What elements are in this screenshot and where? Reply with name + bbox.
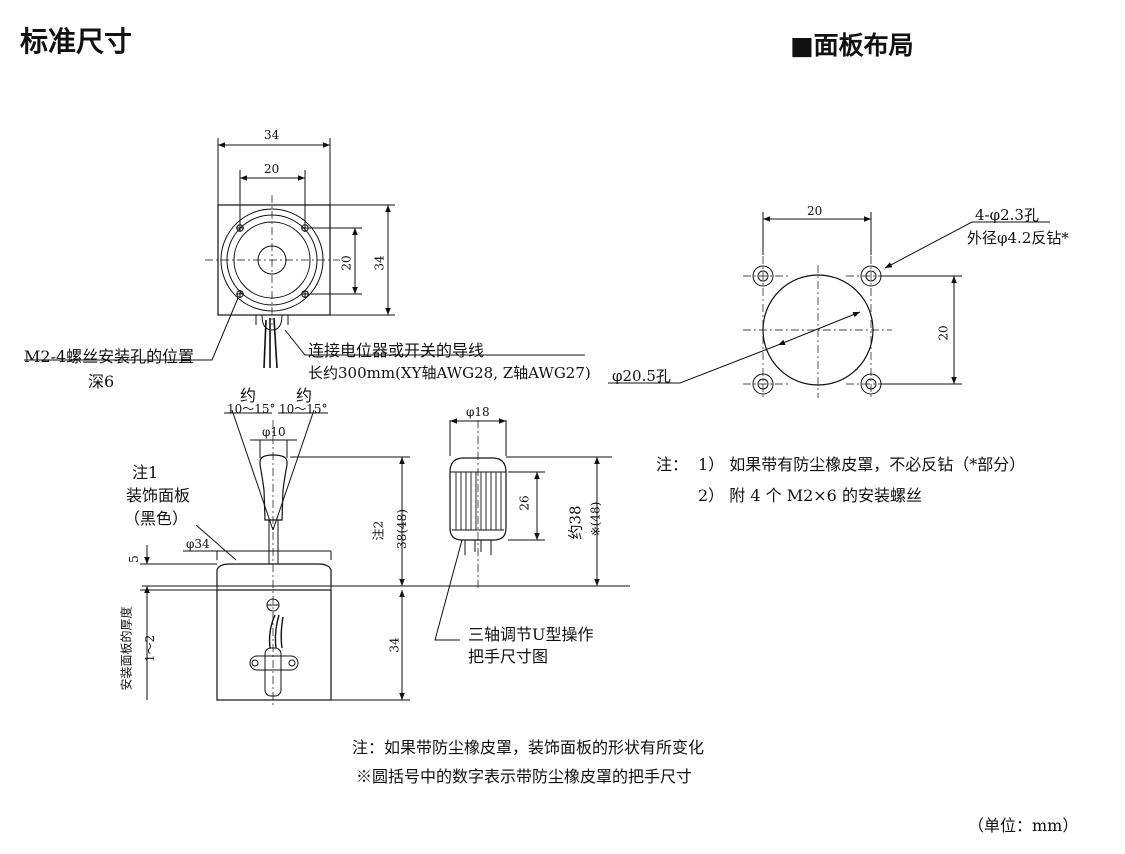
dim-panel-5: 5: [126, 555, 141, 563]
handle-diameter: φ18: [466, 405, 490, 419]
dim-front-inner: 20: [264, 162, 280, 176]
bottom-note-2: ※圆括号中的数字表示带防尘橡皮罩的把手尺寸: [356, 767, 693, 786]
note1-label: 注1: [132, 463, 159, 482]
angle-right: 10～15°: [279, 402, 328, 416]
thickness-value: 1～2: [143, 634, 158, 663]
screw-hole-note: M2-4螺丝安装孔的位置: [24, 347, 195, 366]
wire-note: 连接电位器或开关的导线: [308, 341, 485, 360]
center-hole-label: φ20.5孔: [612, 367, 671, 385]
wire-spec: 长约300mm(XY轴AWG28, Z轴AWG27): [308, 364, 591, 382]
notes-prefix: 注：: [656, 455, 689, 474]
screw-hole-icon: [236, 224, 309, 298]
decor-panel-label: 装饰面板: [126, 486, 191, 505]
side-view: [140, 409, 630, 708]
dim-front-width: 34: [264, 128, 280, 142]
knob-diameter: φ10: [262, 425, 286, 439]
holes-label: 4-φ2.3孔: [975, 206, 1039, 224]
handle-caption-1: 三轴调节U型操作: [468, 625, 594, 644]
dim-panel-side: 20: [936, 325, 951, 341]
counterbore-label: 外径φ4.2反钻*: [967, 229, 1069, 247]
dim-handle-26: 26: [517, 495, 532, 511]
bottom-note-1: 注：如果带防尘橡皮罩，装饰面板的形状有所变化: [352, 738, 705, 757]
dim-panel-top: 20: [807, 204, 823, 218]
unit-label: （单位：mm）: [968, 816, 1079, 835]
decor-panel-color: （黑色）: [124, 509, 189, 528]
angle-left-prefix: 约: [240, 386, 257, 405]
dim-handle-48: ※(48): [588, 501, 603, 537]
dim-panel-dia: φ34: [186, 537, 210, 551]
note2-label: 注2: [371, 520, 386, 541]
note-item-1: 1） 如果带有防尘橡皮罩，不必反钻（*部分）: [698, 455, 1026, 474]
handle-height: 38(48): [394, 509, 409, 549]
panel-layout: [608, 212, 1050, 400]
angle-right-prefix: 约: [296, 386, 313, 405]
dim-front-inner-v: 20: [339, 255, 354, 271]
body-screw-icon: [266, 598, 280, 612]
screw-depth-note: 深6: [88, 372, 115, 391]
dim-body-height: 34: [387, 637, 402, 653]
page-title: 标准尺寸: [20, 25, 133, 58]
front-view: [24, 138, 585, 369]
angle-left: 10～15°: [227, 402, 276, 416]
dim-handle-38: 约38: [566, 505, 585, 540]
handle-caption-2: 把手尺寸图: [468, 647, 549, 666]
note-item-2: 2） 附 4 个 M2×6 的安装螺丝: [698, 486, 922, 505]
thickness-label: 安装面板的厚度: [119, 606, 134, 691]
handle-view: [434, 418, 612, 641]
dim-front-height: 34: [372, 255, 387, 271]
panel-layout-title: ■面板布局: [790, 31, 914, 60]
